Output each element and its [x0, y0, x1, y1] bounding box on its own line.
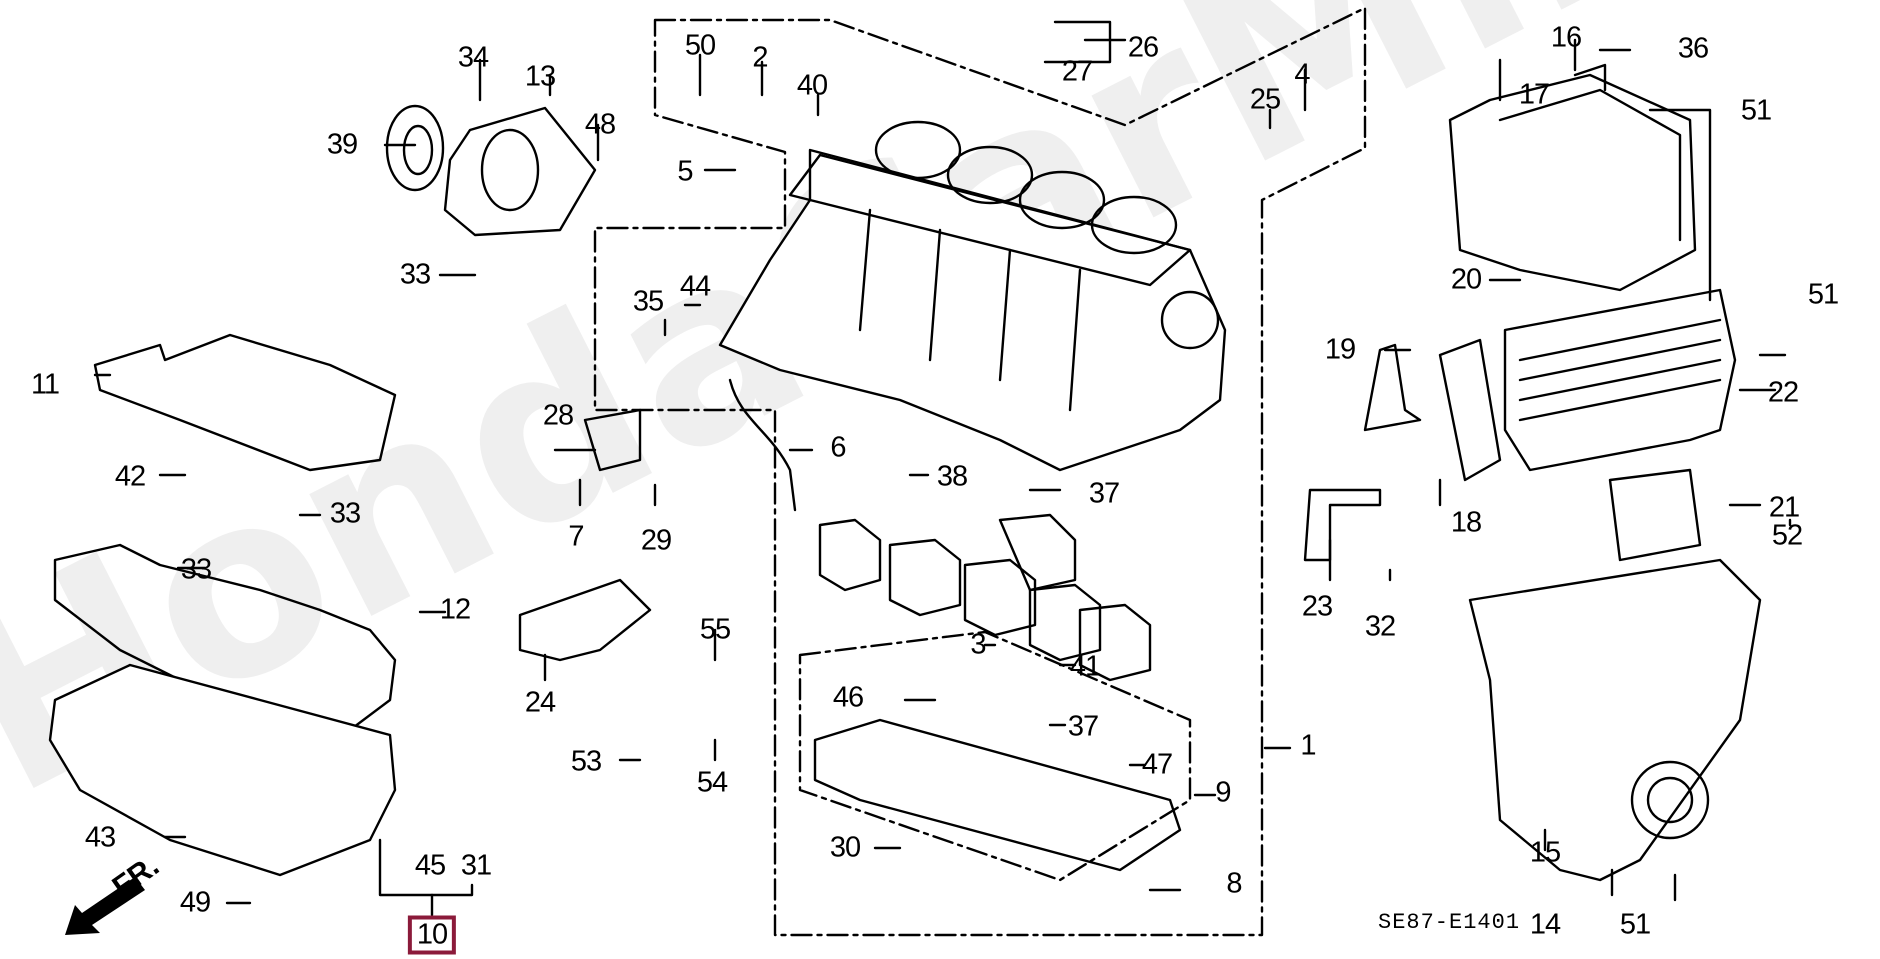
callout-24[interactable]: 24 — [524, 686, 556, 719]
callout-8[interactable]: 8 — [1226, 867, 1242, 900]
callout-45[interactable]: 45 — [414, 849, 446, 882]
callout-37[interactable]: 37 — [1067, 710, 1099, 743]
upper-cover — [1448, 73, 1697, 292]
callout-19[interactable]: 19 — [1324, 333, 1356, 366]
callout-5[interactable]: 5 — [677, 155, 693, 188]
callout-12[interactable]: 12 — [439, 593, 471, 626]
bearing-bridge — [813, 718, 1182, 872]
callout-14[interactable]: 14 — [1529, 908, 1561, 941]
callout-35[interactable]: 35 — [632, 285, 664, 318]
callout-33[interactable]: 33 — [399, 258, 431, 291]
callout-13[interactable]: 13 — [524, 60, 556, 93]
bracket-24 — [518, 578, 652, 662]
callout-52[interactable]: 52 — [1771, 519, 1803, 552]
callout-54[interactable]: 54 — [696, 766, 728, 799]
bracket-7 — [583, 408, 642, 472]
front-arrow-icon — [65, 877, 145, 935]
callout-46[interactable]: 46 — [832, 681, 864, 714]
callout-51[interactable]: 51 — [1807, 278, 1839, 311]
callout-32[interactable]: 32 — [1364, 610, 1396, 643]
callout-20[interactable]: 20 — [1450, 263, 1482, 296]
callout-21[interactable]: 21 — [1768, 491, 1800, 524]
callout-42[interactable]: 42 — [114, 460, 146, 493]
oil-baffle — [93, 333, 397, 472]
callout-40[interactable]: 40 — [796, 69, 828, 102]
callout-16[interactable]: 16 — [1550, 21, 1582, 54]
callout-23[interactable]: 23 — [1301, 590, 1333, 623]
callout-26[interactable]: 26 — [1127, 31, 1159, 64]
callout-44[interactable]: 44 — [679, 270, 711, 303]
callout-22[interactable]: 22 — [1767, 376, 1799, 409]
dipstick-tube — [728, 378, 797, 512]
callout-43[interactable]: 43 — [84, 821, 116, 854]
callout-34[interactable]: 34 — [457, 41, 489, 74]
diagram-code: SE87-E1401 — [1378, 910, 1521, 935]
callout-36[interactable]: 36 — [1677, 32, 1709, 65]
callout-31[interactable]: 31 — [460, 849, 492, 882]
callout-9[interactable]: 9 — [1215, 776, 1231, 809]
callout-28[interactable]: 28 — [542, 399, 574, 432]
callout-41[interactable]: 41 — [1069, 650, 1101, 683]
oil-pan — [48, 543, 474, 897]
callout-50[interactable]: 50 — [684, 29, 716, 62]
callout-33[interactable]: 33 — [180, 553, 212, 586]
callout-47[interactable]: 47 — [1141, 748, 1173, 781]
callout-7[interactable]: 7 — [568, 520, 584, 553]
cylinder-block — [718, 120, 1227, 472]
callout-1[interactable]: 1 — [1300, 729, 1316, 762]
callout-38[interactable]: 38 — [936, 460, 968, 493]
bearing-caps — [818, 513, 1152, 682]
callout-48[interactable]: 48 — [584, 108, 616, 141]
side-cover — [1438, 338, 1502, 482]
callout-53[interactable]: 53 — [570, 745, 602, 778]
gasket-21 — [1608, 468, 1702, 562]
callout-51[interactable]: 51 — [1740, 94, 1772, 127]
callout-55[interactable]: 55 — [699, 613, 731, 646]
callout-10-highlighted[interactable]: 10 — [407, 915, 457, 955]
callout-25[interactable]: 25 — [1249, 83, 1281, 116]
seal-retainer — [443, 106, 597, 237]
callout-33[interactable]: 33 — [329, 497, 361, 530]
bracket-19 — [1363, 343, 1422, 432]
callout-2[interactable]: 2 — [752, 41, 768, 74]
callout-51[interactable]: 51 — [1619, 908, 1651, 941]
callout-17[interactable]: 17 — [1518, 78, 1550, 111]
callout-37[interactable]: 37 — [1088, 477, 1120, 510]
callout-4[interactable]: 4 — [1294, 58, 1310, 91]
oil-seal — [385, 104, 445, 192]
callout-39[interactable]: 39 — [326, 128, 358, 161]
callout-49[interactable]: 49 — [179, 886, 211, 919]
callout-18[interactable]: 18 — [1450, 506, 1482, 539]
callout-29[interactable]: 29 — [640, 524, 672, 557]
callout-15[interactable]: 15 — [1529, 836, 1561, 869]
callout-11[interactable]: 11 — [30, 368, 60, 401]
bracket-23 — [1303, 488, 1382, 562]
callout-3[interactable]: 3 — [970, 628, 986, 661]
lower-cover — [1468, 558, 1762, 882]
callout-27[interactable]: 27 — [1061, 55, 1093, 88]
callout-6[interactable]: 6 — [830, 431, 846, 464]
callout-30[interactable]: 30 — [829, 831, 861, 864]
